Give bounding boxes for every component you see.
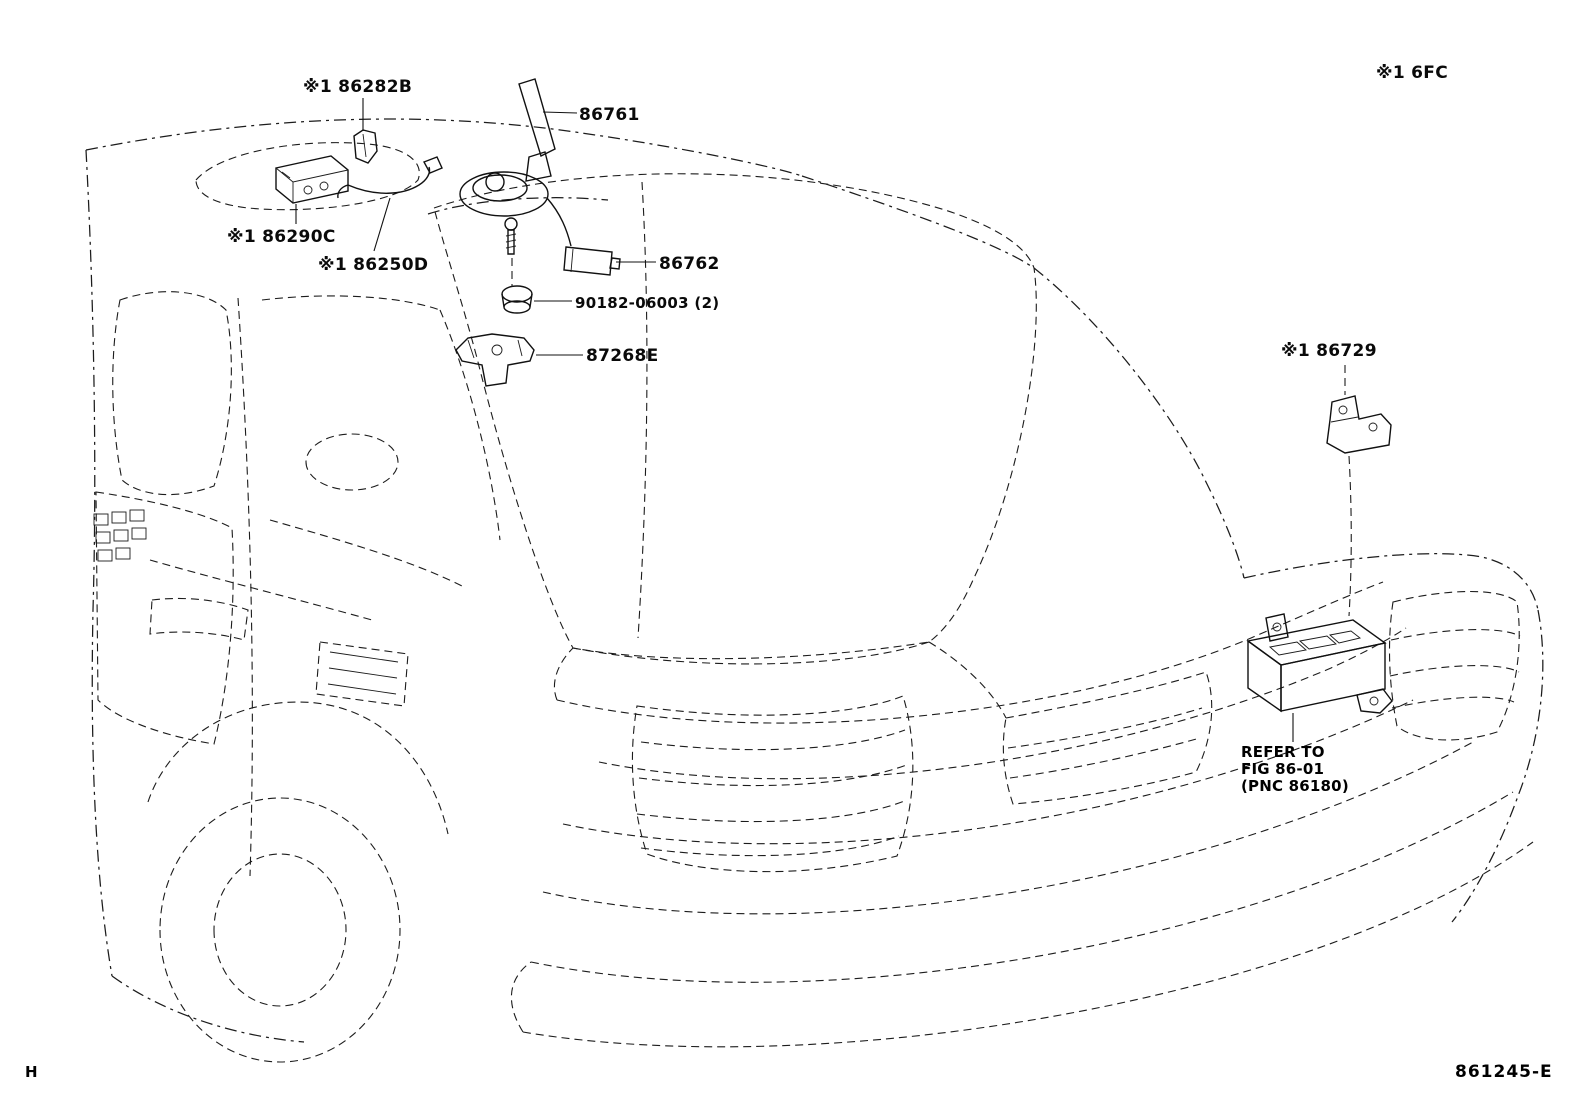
refer-note: REFER TO FIG 86-01 (PNC 86180): [1241, 744, 1349, 795]
label-note-16fc: ※1 6FC: [1376, 63, 1448, 83]
label-part-86290c: ※1 86290C: [227, 227, 336, 247]
label-part-86729: ※1 86729: [1281, 341, 1377, 361]
grommet-drawing: [501, 285, 533, 314]
bracket-86729-drawing: [1326, 395, 1392, 454]
car-detail-drawing: [93, 142, 1534, 1063]
label-part-86761: 86761: [579, 105, 640, 125]
antenna-base-drawing: [459, 171, 549, 255]
refer-note-line2: FIG 86-01: [1241, 760, 1325, 778]
car-body-drawing: [85, 118, 1544, 1043]
tuner-box-drawing: [1246, 613, 1393, 714]
refer-note-line1: REFER TO: [1241, 743, 1325, 761]
clip-drawing: [455, 333, 535, 387]
label-part-90182: 90182-06003 (2): [575, 294, 720, 312]
roof-unit-drawing: [275, 155, 349, 204]
antenna-mast-drawing: [518, 78, 556, 182]
leader-lines: [295, 98, 1352, 742]
label-part-87268e: 87268E: [586, 346, 659, 366]
label-part-86250d: ※1 86250D: [318, 255, 429, 275]
figure-code: 861245-E: [1455, 1062, 1553, 1082]
label-part-86282b: ※1 86282B: [303, 77, 413, 97]
cable-86250d-drawing: [337, 156, 443, 199]
page-marker: H: [25, 1063, 38, 1081]
antenna-cable-connector-drawing: [546, 197, 621, 276]
interior-switches-drawing: [93, 509, 147, 562]
refer-note-line3: (PNC 86180): [1241, 777, 1349, 795]
label-part-86762: 86762: [659, 254, 720, 274]
bracket-86282b-drawing: [353, 129, 378, 164]
